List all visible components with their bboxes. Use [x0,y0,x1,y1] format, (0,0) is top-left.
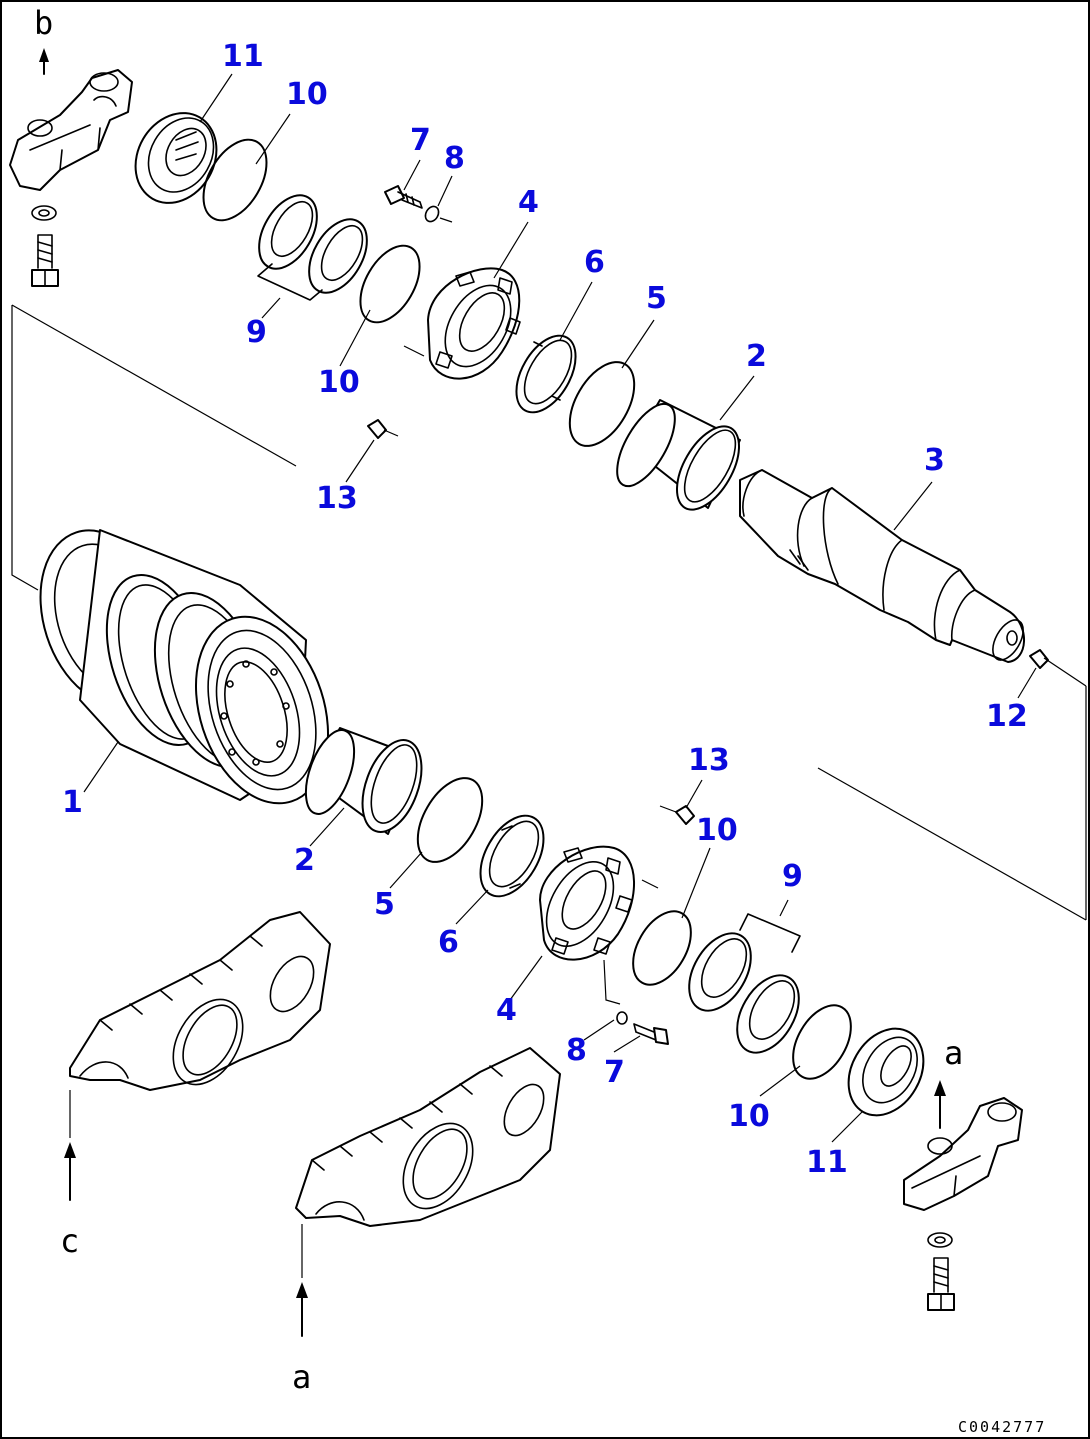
callout-12: 12 [986,699,1028,734]
callout-11-bottom: 11 [806,1145,848,1180]
callout-9-bottom: 9 [782,859,803,894]
part-13-plug-top [367,419,399,439]
callout-9-top: 9 [246,315,267,350]
arrow-c-left [64,1090,76,1201]
letter-c-left: c [60,1222,79,1260]
callout-5-bottom: 5 [374,887,395,922]
callout-8-bottom: 8 [566,1033,587,1068]
bottom-right-bracket [903,1097,1023,1211]
callout-1: 1 [62,785,83,820]
callout-10-top: 10 [286,77,328,112]
letter-a-bottom: a [292,1358,311,1396]
leader-lines [83,73,1037,1143]
callout-2-bottom: 2 [294,843,315,878]
part-2-bushing-top [616,399,741,511]
part-13-plug-bottom [659,805,695,825]
callout-5-top: 5 [646,281,667,316]
part-9-seal-pair-bottom [688,913,801,1054]
top-left-bolt [31,234,59,287]
part-8-washer-top [424,205,453,223]
callout-13-bottom: 13 [688,743,730,778]
callout-11-top: 11 [222,39,264,74]
part-6-thrust-ring-bottom [479,814,545,898]
callout-7-top: 7 [410,123,431,158]
callout-2-top: 2 [746,339,767,374]
assembly-frame-lines [11,304,1087,921]
part-9-seal-pair-top [257,194,368,301]
part-3-shaft [739,469,1025,663]
part-8-washer-bottom [616,1011,628,1025]
callout-10-bottom-2: 10 [728,1099,770,1134]
callout-7-bottom: 7 [604,1055,625,1090]
part-7-bolt-bottom [633,1023,669,1045]
part-12-plug [1029,649,1087,687]
part-6-thrust-ring-top [515,334,577,414]
arrow-a-bottom [296,1224,308,1337]
callout-8-top: 8 [444,141,465,176]
guard-plate-middle [295,1047,561,1227]
part-11-seal-bottom [847,1027,925,1117]
callout-10-bottom: 10 [696,813,738,848]
part-2-bushing-bottom [304,727,423,835]
letter-a-right: a [944,1034,963,1072]
part-10-oring-top [202,138,268,222]
top-left-bracket [9,69,133,191]
arrow-b-top [39,48,49,75]
part-10-oring-top-2 [359,244,421,324]
callout-10-top-2: 10 [318,365,360,400]
part-7-bolt-top [384,185,423,209]
callout-3: 3 [924,443,945,478]
part-4-collar-top [403,267,521,380]
letter-b-top: b [34,4,53,42]
drawing-code: C0042777 [958,1418,1046,1436]
part-10-oring-bottom [632,910,692,986]
callout-4-top: 4 [518,185,539,220]
part-1-roller [39,529,330,805]
part-5-oring-bottom [416,777,484,863]
part-11-seal-top [134,112,218,204]
top-left-washer [31,205,57,221]
arrow-a-right [934,1080,946,1129]
callout-6-top: 6 [584,245,605,280]
part-10-oring-bottom-2 [792,1004,852,1080]
callout-13-top: 13 [316,481,358,516]
bottom-right-washer [927,1232,953,1248]
guard-plate-left [69,911,331,1091]
bottom-right-bolt [927,1257,955,1311]
part-4-collar-bottom [539,845,659,1005]
callout-4-bottom: 4 [496,993,517,1028]
callout-6-bottom: 6 [438,925,459,960]
